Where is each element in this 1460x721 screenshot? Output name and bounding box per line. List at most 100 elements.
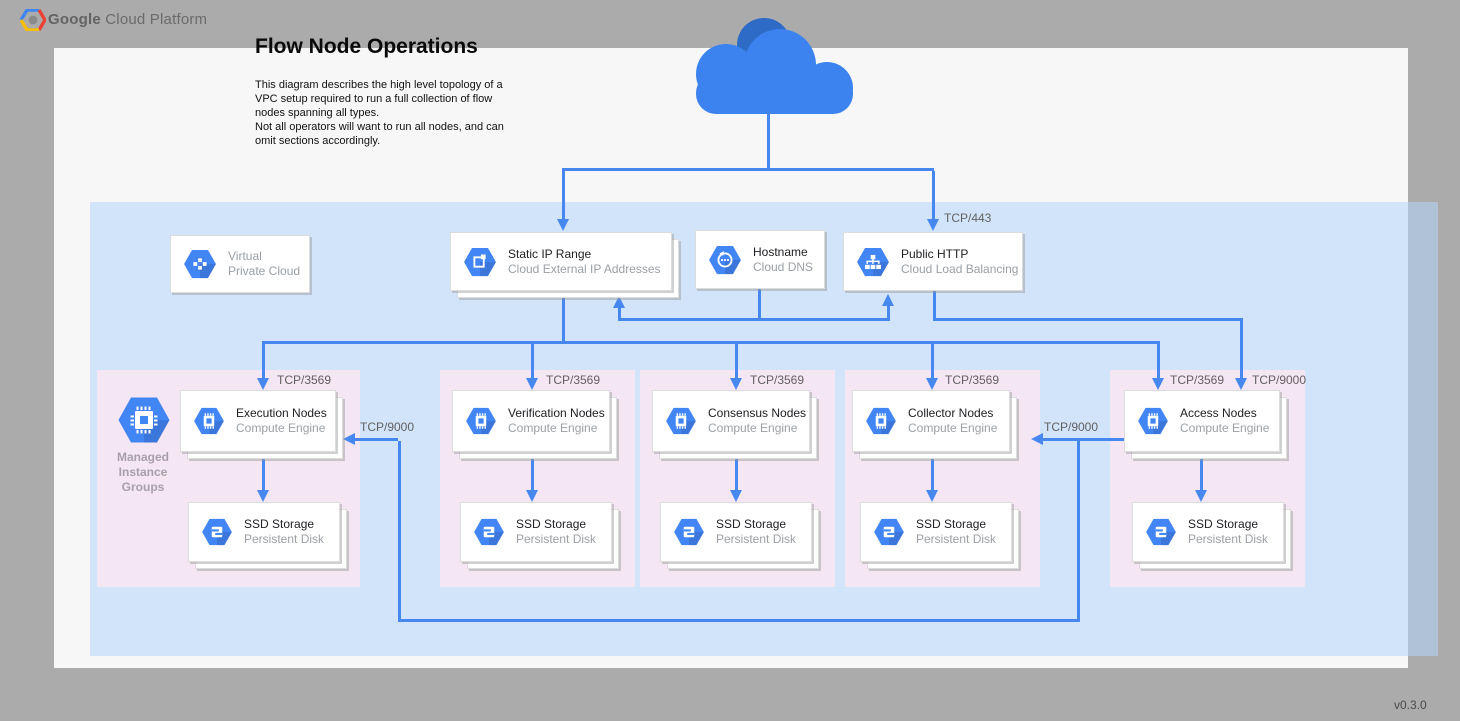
public-http-card: Public HTTP Cloud Load Balancing [843,232,1023,291]
feed-access [1157,344,1160,378]
connector-trunk [562,168,934,171]
cons-ssd-subtitle: Persistent Disk [716,532,796,547]
collector-nodes-subtitle: Compute Engine [908,421,997,436]
verification-nodes-title: Verification Nodes [508,406,605,421]
brand-cloud-platform: Cloud Platform [105,11,207,28]
port-label-collector-9000: TCP/9000 [1044,420,1098,434]
public-http-title: Public HTTP [901,247,1018,262]
feed-consensus [735,344,738,378]
access-ssd-subtitle: Persistent Disk [1188,532,1268,547]
vpc-card-line2: Private Cloud [228,264,300,279]
managed-instance-groups-icon [117,396,171,444]
access-ssd-title: SSD Storage [1188,517,1268,532]
port-label-https: TCP/443 [944,211,991,225]
arrow-up-public-http [882,294,894,306]
vpc-icon [183,249,217,279]
loop-right-vertical [1077,441,1080,621]
connector-static-ip-down [562,291,565,343]
vpc-card: Virtual Private Cloud [170,235,310,293]
page-title: Flow Node Operations [255,35,478,59]
arrow-into-public-http [927,219,939,231]
coll-ssd-card: SSD Storage Persistent Disk [860,502,1012,562]
port-label-consensus: TCP/3569 [750,373,804,387]
gcp-logo-icon [20,9,46,31]
access-nodes-title: Access Nodes [1180,406,1269,421]
hostname-title: Hostname [753,245,813,260]
arrow-into-collector [926,378,938,390]
compute-engine-icon [665,407,697,435]
collector-nodes-card: Collector Nodes Compute Engine [852,390,1010,452]
public-http-subtitle: Cloud Load Balancing [901,262,1018,277]
arrow-into-verification [526,378,538,390]
access-ssd-card: SSD Storage Persistent Disk [1132,502,1284,562]
verif-ssd-title: SSD Storage [516,517,596,532]
arrow-access-storage [1195,490,1207,502]
brand-text: Google Cloud Platform [48,11,207,28]
persistent-disk-icon [673,518,705,546]
port-label-access: TCP/3569 [1170,373,1224,387]
arrow-verif-storage [526,490,538,502]
loop-bottom-horizontal [398,619,1080,622]
connector-lb-to-access [1240,321,1243,378]
arrow-into-consensus [730,378,742,390]
static-ip-title: Static IP Range [508,247,661,262]
internet-cloud-icon [676,11,866,115]
consensus-nodes-card: Consensus Nodes Compute Engine [652,390,810,452]
connector-cloud-stem [767,113,770,170]
vpc-card-line1: Virtual [228,249,300,264]
managed-instance-groups-label: Managed Instance Groups [103,450,183,495]
port-label-execution-9000: TCP/9000 [360,420,414,434]
load-balancer-icon [856,247,890,277]
exec-ssd-card: SSD Storage Persistent Disk [188,502,340,562]
external-ip-icon [463,247,497,277]
exec-ssd-subtitle: Persistent Disk [244,532,324,547]
verification-nodes-card: Verification Nodes Compute Engine [452,390,610,452]
execution-nodes-title: Execution Nodes [236,406,327,421]
connector-lb-horizontal [933,318,1243,321]
hostname-card: Hostname Cloud DNS [695,230,825,289]
compute-engine-icon [865,407,897,435]
connector-lb-down [933,291,936,321]
feed-execution [262,344,265,378]
connector-dns-to-lb [887,306,890,319]
brand-google: Google [48,11,101,28]
arrow-into-collector-9000 [1031,433,1043,445]
connector-distribution [262,341,1160,344]
arrow-into-execution [257,378,269,390]
cons-ssd-title: SSD Storage [716,517,796,532]
hostname-subtitle: Cloud DNS [753,260,813,275]
compute-engine-icon [465,407,497,435]
static-ip-card: Static IP Range Cloud External IP Addres… [450,232,672,291]
feed-collector [931,344,934,378]
description-text: This diagram describes the high level to… [255,78,555,148]
consensus-nodes-title: Consensus Nodes [708,406,806,421]
consensus-nodes-subtitle: Compute Engine [708,421,806,436]
arrow-coll-storage [926,490,938,502]
port-label-collector: TCP/3569 [945,373,999,387]
execution-nodes-subtitle: Compute Engine [236,421,327,436]
execution-nodes-card: Execution Nodes Compute Engine [180,390,336,452]
connector-dns-down [758,289,761,320]
compute-engine-icon [193,407,225,435]
port-label-execution: TCP/3569 [277,373,331,387]
port-label-verification: TCP/3569 [546,373,600,387]
version-label: v0.3.0 [1394,698,1427,712]
access-nodes-card: Access Nodes Compute Engine [1124,390,1280,452]
connector-to-public-http [932,171,935,221]
exec-ssd-title: SSD Storage [244,517,324,532]
port-label-access-9000: TCP/9000 [1252,373,1306,387]
persistent-disk-icon [473,518,505,546]
persistent-disk-icon [873,518,905,546]
arrow-exec-storage [257,490,269,502]
dns-icon [708,245,742,275]
cons-ssd-card: SSD Storage Persistent Disk [660,502,812,562]
verification-nodes-subtitle: Compute Engine [508,421,605,436]
collector-nodes-title: Collector Nodes [908,406,997,421]
persistent-disk-icon [201,518,233,546]
compute-engine-icon [1137,407,1169,435]
coll-ssd-subtitle: Persistent Disk [916,532,996,547]
arrow-into-access [1152,378,1164,390]
feed-verification [531,344,534,378]
connector-to-static-ip [562,171,565,220]
